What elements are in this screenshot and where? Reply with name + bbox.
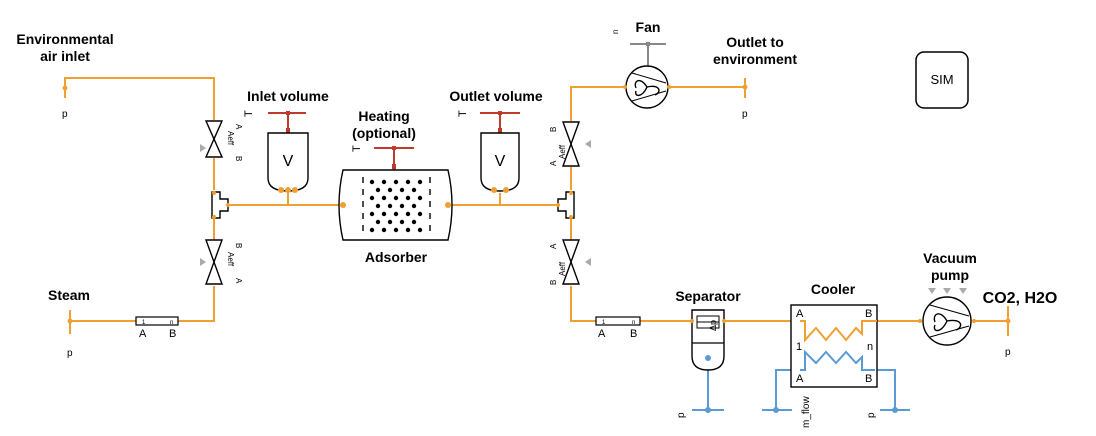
fan[interactable]: n bbox=[611, 30, 671, 109]
heating-label-2: (optional) bbox=[352, 125, 416, 141]
cooler-port-m-flow: m_flow bbox=[801, 396, 812, 428]
steam-label: Steam bbox=[48, 287, 90, 303]
signal-arrow-icon bbox=[959, 288, 967, 294]
valve-right-top-port-b: B bbox=[549, 127, 558, 132]
boundary-env-inlet[interactable] bbox=[62, 80, 68, 98]
sim-label: SIM bbox=[930, 72, 953, 87]
valve-right-top-port-a: A bbox=[549, 160, 558, 166]
cooler-hot-coil bbox=[800, 320, 877, 343]
env-air-inlet-port-p: p bbox=[62, 109, 68, 120]
pipe-lower-right-1: 1 bbox=[602, 320, 606, 326]
signal-arrow-icon bbox=[200, 144, 206, 152]
env-air-inlet-label-1: Environmental bbox=[16, 31, 113, 47]
co2-port-p: p bbox=[1005, 347, 1011, 358]
fan-rotor-icon bbox=[634, 79, 660, 97]
pipe-steam-1: 1 bbox=[142, 320, 146, 326]
separator-label: Separator bbox=[675, 288, 741, 304]
outlet-env-label-1: Outlet to bbox=[726, 34, 784, 50]
vacuum-pump-label-1: Vacuum bbox=[923, 250, 977, 266]
valve-left-top-port-b: B bbox=[234, 156, 243, 161]
pipe-lower-right-port-b: B bbox=[630, 328, 637, 340]
fluid-pipes bbox=[64, 77, 1009, 336]
inlet-volume-v: V bbox=[283, 153, 294, 170]
valve-right-bottom-aeff: Aeff bbox=[558, 261, 567, 276]
vacuum-pump[interactable] bbox=[918, 288, 976, 346]
valve-left-bottom[interactable]: B Aeff A bbox=[200, 239, 243, 285]
valve-left-top-port-a: A bbox=[234, 124, 243, 130]
steam-port-p: p bbox=[67, 348, 73, 359]
outlet-volume-port-t: T bbox=[457, 110, 469, 117]
co2-h2o-label: CO2, H2O bbox=[983, 290, 1058, 307]
cooler-port-b-bottom: B bbox=[865, 373, 872, 385]
pump-rotor-icon bbox=[933, 313, 962, 332]
adsorber-bed bbox=[362, 177, 431, 233]
pipe-steam[interactable]: 1 n A B bbox=[135, 316, 179, 340]
valve-right-bottom-port-b: B bbox=[549, 280, 558, 285]
pipe-lower-right[interactable]: 1 n A B bbox=[595, 316, 641, 340]
cooler-port-p: p bbox=[866, 412, 877, 418]
vacuum-pump-label-2: pump bbox=[931, 267, 969, 283]
cooler-port-n: n bbox=[867, 341, 873, 353]
valve-right-top[interactable]: B Aeff A bbox=[549, 121, 591, 167]
outlet-volume-label: Outlet volume bbox=[449, 88, 543, 104]
outlet-env-label-2: environment bbox=[713, 51, 797, 67]
pipe-steam-port-a: A bbox=[139, 328, 147, 340]
outlet-volume-v: V bbox=[495, 153, 506, 170]
valve-right-top-aeff: Aeff bbox=[558, 144, 567, 159]
heating-port-t: T bbox=[351, 145, 363, 152]
fan-port-n: n bbox=[611, 30, 620, 34]
cooler[interactable]: A B 1 n A B m_flow p bbox=[773, 304, 898, 428]
separator[interactable]: Δp p bbox=[676, 309, 726, 418]
inlet-volume[interactable]: T V bbox=[243, 110, 309, 193]
boundary-outlet-env[interactable] bbox=[742, 78, 748, 98]
cooler-port-b-top: B bbox=[865, 308, 872, 320]
cooler-label: Cooler bbox=[811, 281, 856, 297]
fan-label: Fan bbox=[636, 19, 661, 35]
inlet-volume-label: Inlet volume bbox=[247, 88, 329, 104]
pipe-steam-n: n bbox=[170, 320, 173, 326]
separator-dp: Δp bbox=[708, 320, 718, 331]
heating-control[interactable]: T bbox=[351, 145, 414, 170]
signal-arrow-icon bbox=[585, 140, 591, 148]
boundary-steam[interactable] bbox=[67, 310, 73, 334]
tee-left[interactable] bbox=[211, 191, 230, 219]
valve-left-top[interactable]: A Aeff B bbox=[200, 120, 243, 161]
heating-label-1: Heating bbox=[358, 108, 409, 124]
boundary-co2-outlet[interactable] bbox=[1005, 318, 1011, 324]
cooler-port-1: 1 bbox=[796, 341, 802, 353]
separator-port-p: p bbox=[676, 412, 687, 418]
cooler-port-a-top: A bbox=[796, 308, 804, 320]
tee-right[interactable] bbox=[556, 191, 575, 219]
valve-left-top-aeff: Aeff bbox=[226, 131, 235, 146]
valve-left-bottom-aeff: Aeff bbox=[226, 252, 235, 267]
pipe-lower-right-port-a: A bbox=[598, 328, 606, 340]
signal-arrow-icon bbox=[200, 258, 206, 266]
signal-arrow-icon bbox=[928, 288, 936, 294]
outlet-volume[interactable]: T V bbox=[457, 110, 520, 193]
signal-arrow-icon bbox=[585, 258, 591, 266]
outlet-env-port-p: p bbox=[742, 109, 748, 120]
valve-right-bottom-port-a: A bbox=[549, 243, 558, 249]
cooler-port-a-bottom: A bbox=[796, 373, 804, 385]
adsorber-label: Adsorber bbox=[365, 249, 428, 265]
cooler-cold-coil bbox=[800, 349, 875, 371]
env-air-inlet-label-2: air inlet bbox=[40, 48, 90, 64]
valve-left-bottom-port-b: B bbox=[234, 243, 243, 248]
signal-arrow-icon bbox=[943, 288, 951, 294]
sim-block[interactable]: SIM bbox=[915, 51, 969, 109]
adsorber[interactable] bbox=[338, 169, 453, 241]
pipe-steam-port-b: B bbox=[169, 328, 176, 340]
valve-left-bottom-port-a: A bbox=[234, 278, 243, 284]
pipe-lower-right-n: n bbox=[632, 320, 635, 326]
valve-right-bottom[interactable]: A Aeff B bbox=[549, 239, 591, 285]
inlet-volume-port-t: T bbox=[243, 110, 255, 117]
